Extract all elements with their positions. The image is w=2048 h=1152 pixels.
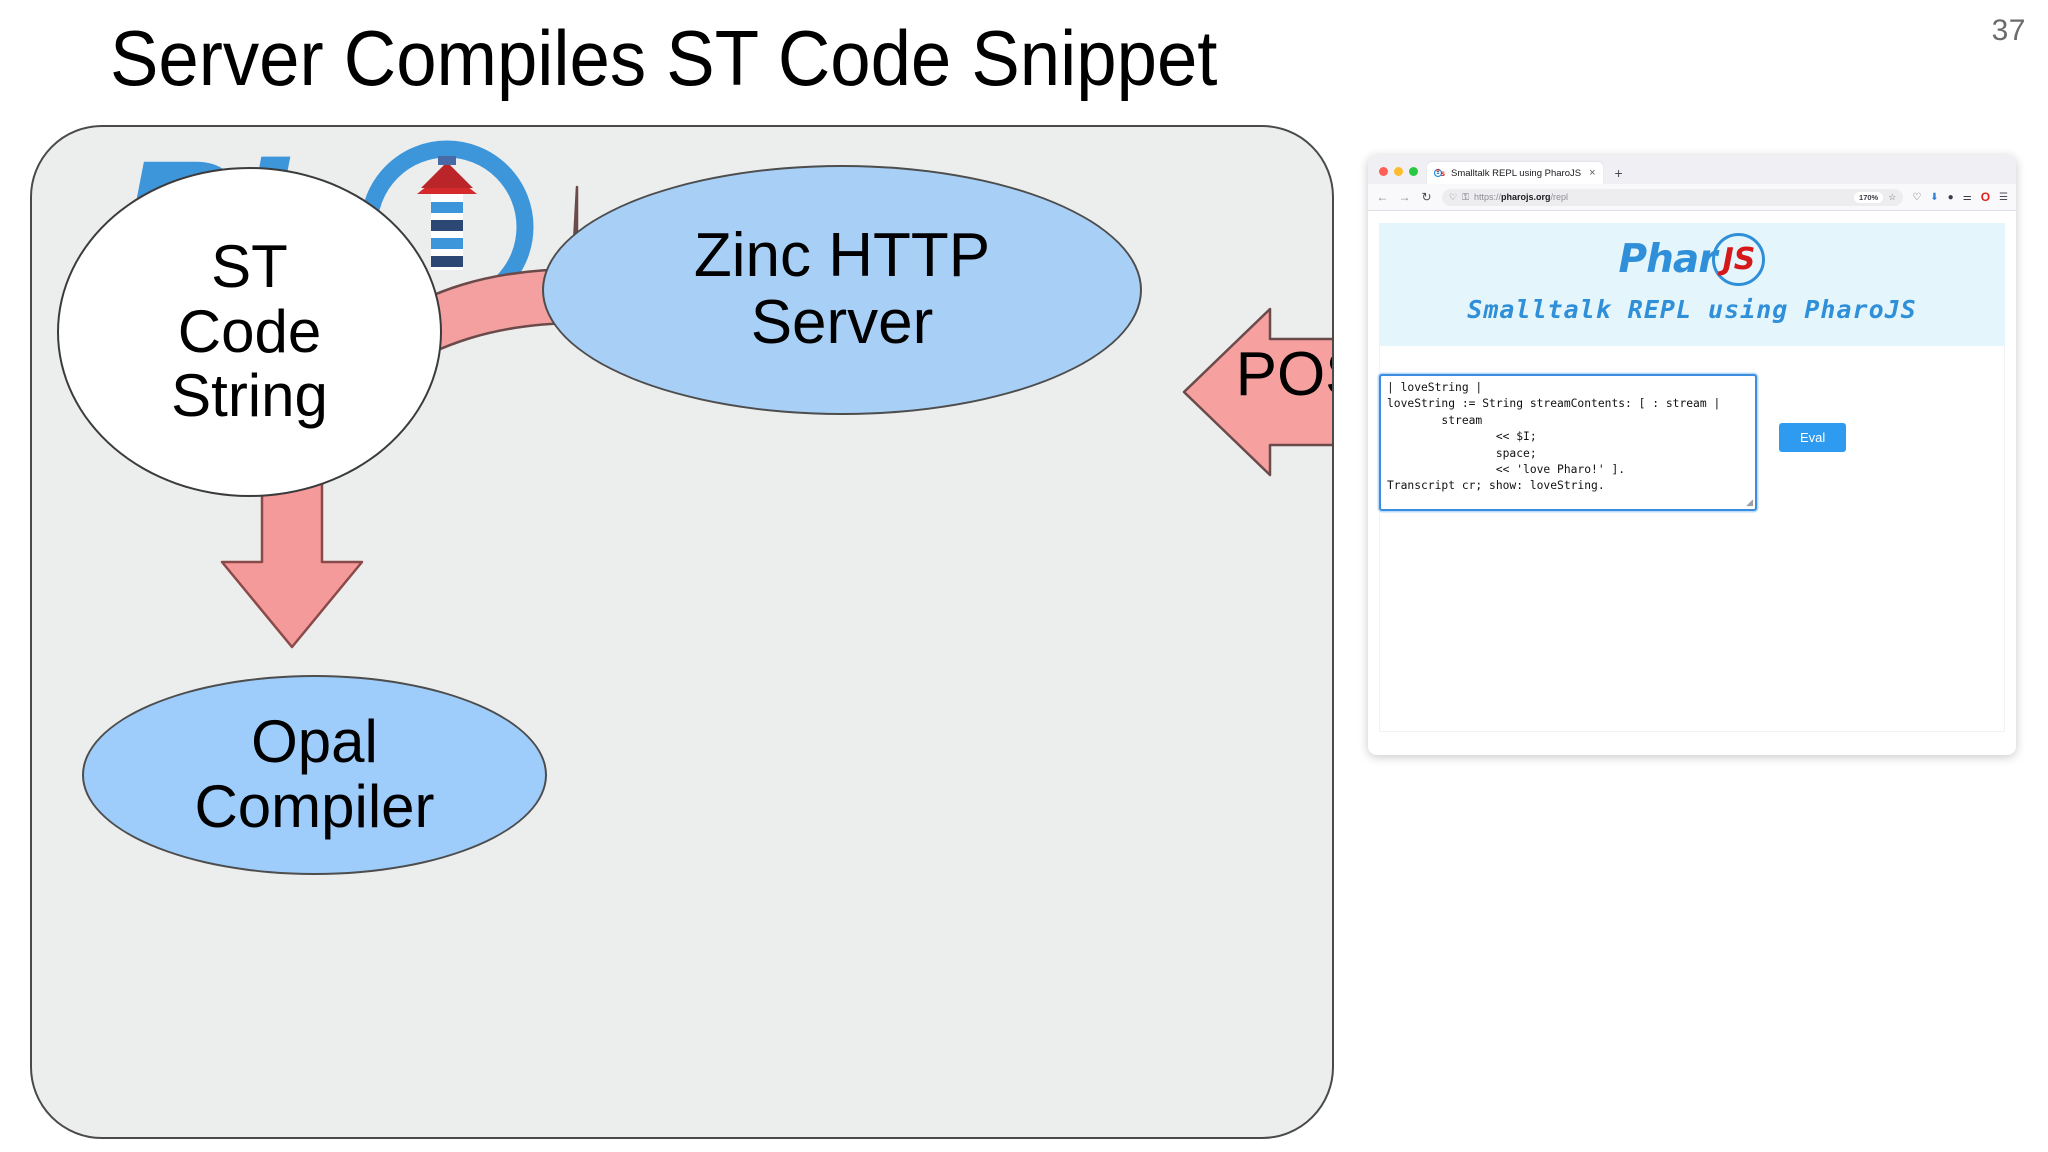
minimize-window-icon[interactable] [1394, 167, 1403, 176]
code-editor-textarea[interactable]: | loveString | loveString := String stre… [1379, 374, 1757, 511]
toolbar-right-icons: ♡ ⬇ ● ⚌ O ☰ [1912, 190, 2008, 204]
pocket-icon[interactable]: ♡ [1912, 191, 1922, 203]
browser-window: S Smalltalk REPL using PharoJS × + ← → ↻… [1368, 155, 2016, 755]
url-bar[interactable]: ♡ ⚿ https://pharojs.org/repl 170% ☆ [1442, 188, 1904, 206]
new-tab-button[interactable]: + [1614, 165, 1623, 181]
browser-tab-bar: S Smalltalk REPL using PharoJS × + [1368, 155, 2016, 184]
url-scheme: https:// [1473, 192, 1501, 202]
node-zinc-http-server-label: Zinc HTTP Server [693, 221, 991, 357]
browser-toolbar: ← → ↻ ♡ ⚿ https://pharojs.org/repl 170% … [1368, 184, 2016, 211]
node-zinc-http-server: Zinc HTTP Server [542, 165, 1142, 415]
back-icon[interactable]: ← [1376, 190, 1389, 204]
post-arrow-label: POST [1235, 340, 1332, 409]
close-window-icon[interactable] [1379, 167, 1388, 176]
code-editor-content: | loveString | loveString := String stre… [1387, 381, 1721, 493]
account-icon[interactable]: ● [1947, 191, 1954, 203]
post-arrow [1182, 307, 1332, 477]
lock-icon: ⚿ [1462, 191, 1469, 202]
page-title: Server Compiles ST Code Snippet [110, 14, 1218, 102]
downloads-icon[interactable]: ⬇ [1930, 191, 1939, 203]
eval-button[interactable]: Eval [1779, 423, 1847, 452]
url-text: https://pharojs.org/repl [1474, 192, 1568, 202]
logo-js-circle-icon: JS [1712, 232, 1766, 286]
pharojs-logo: Phar JS [1379, 223, 2005, 295]
hero-banner: Phar JS Smalltalk REPL using PharoJS [1379, 223, 2005, 346]
page-tagline: Smalltalk REPL using PharoJS [1467, 295, 1917, 324]
pharojs-favicon-icon: S [1434, 168, 1446, 178]
node-st-code-string: ST Code String [57, 167, 442, 497]
maximize-window-icon[interactable] [1409, 167, 1418, 176]
browser-tab-title: Smalltalk REPL using PharoJS [1451, 167, 1582, 179]
library-icon[interactable]: ⚌ [1962, 191, 1972, 203]
browser-tab[interactable]: S Smalltalk REPL using PharoJS × [1427, 162, 1603, 184]
node-opal-compiler: Opal Compiler [82, 675, 547, 875]
bookmark-star-icon[interactable]: ☆ [1888, 191, 1897, 202]
tab-close-icon[interactable]: × [1589, 167, 1596, 179]
reload-icon[interactable]: ↻ [1421, 190, 1432, 204]
opera-icon[interactable]: O [1980, 190, 1991, 204]
zoom-level-badge[interactable]: 170% [1854, 191, 1884, 203]
menu-icon[interactable]: ☰ [1999, 191, 2008, 203]
diagram-panel: Ph POST [30, 125, 1334, 1139]
web-page-content: Phar JS Smalltalk REPL using PharoJS | l… [1368, 211, 2016, 755]
logo-js-text: JS [1722, 241, 1756, 277]
editor-row: | loveString | loveString := String stre… [1379, 374, 2005, 511]
resize-grip-icon[interactable]: ◢ [1746, 497, 1753, 507]
shield-icon[interactable]: ♡ [1449, 191, 1458, 202]
logo-phar-text: Phar [1618, 236, 1718, 282]
node-st-code-string-label: ST Code String [171, 232, 328, 430]
forward-icon[interactable]: → [1398, 190, 1411, 204]
url-host: pharojs.org [1500, 192, 1551, 202]
page-number: 37 [1991, 14, 2026, 47]
svg-text:S: S [1441, 170, 1446, 178]
url-path: /repl [1550, 192, 1568, 202]
node-opal-compiler-label: Opal Compiler [194, 708, 435, 840]
window-controls[interactable] [1368, 167, 1427, 184]
